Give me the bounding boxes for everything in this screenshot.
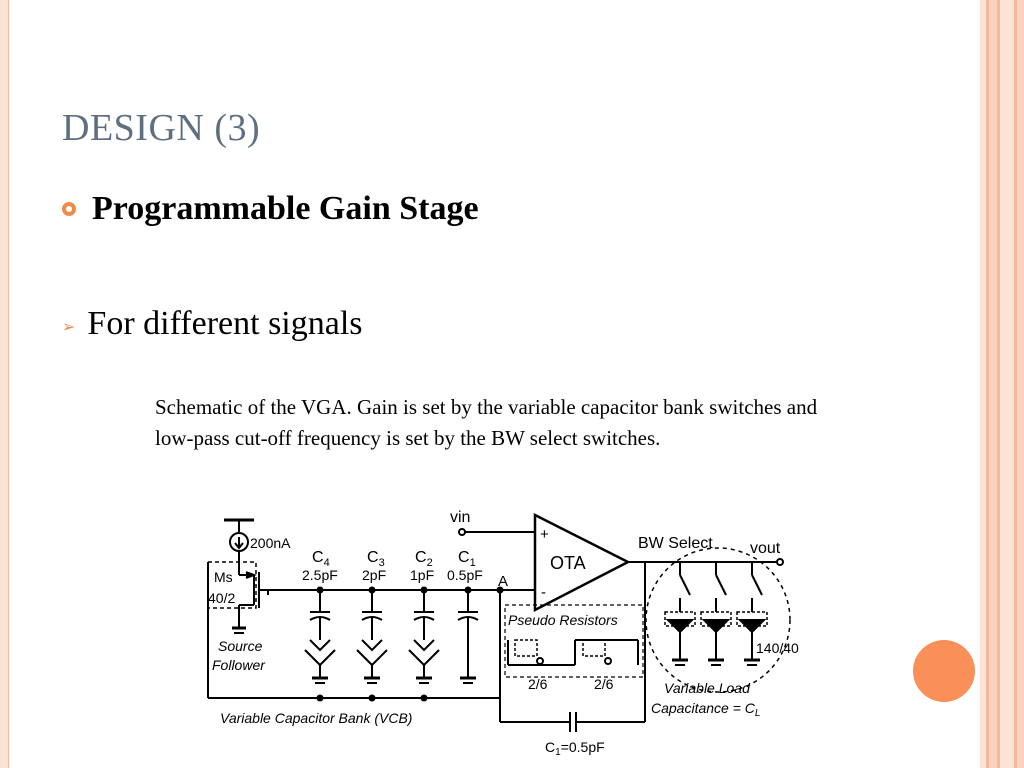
c2-label: C2 <box>415 549 433 569</box>
c4-label: C4 <box>312 549 330 569</box>
load-cap-column <box>700 562 732 666</box>
ratio-2-label: 2/6 <box>594 676 614 692</box>
left-frame-border <box>0 0 9 768</box>
ota-label: OTA <box>550 553 586 573</box>
main-bullet: Programmable Gain Stage <box>62 190 479 228</box>
ratio-3-label: 140/40 <box>756 640 799 656</box>
decorative-orange-circle <box>913 640 975 702</box>
load-cap-column <box>736 562 768 666</box>
sub-bullet: ➢ For different signals <box>62 305 363 343</box>
right-frame-stripes <box>980 0 1024 768</box>
source-follower-label-2: Follower <box>212 657 266 673</box>
ratio-1-label: 2/6 <box>528 676 548 692</box>
feedback-cap-label: C1=0.5pF <box>545 739 605 758</box>
figure-caption: Schematic of the VGA. Gain is set by the… <box>155 395 818 450</box>
slide-title: DESIGN (3) <box>62 107 261 149</box>
capacitor-column <box>356 590 388 684</box>
source-follower-label-1: Source <box>218 638 263 654</box>
load-label-2: Capacitance = CL <box>651 700 760 719</box>
capacitor-column <box>408 590 440 684</box>
node-a-label: A <box>498 573 508 590</box>
current-source-label: 200nA <box>250 535 291 551</box>
c4-value: 2.5pF <box>302 567 338 583</box>
ms-label: Ms <box>214 569 233 585</box>
circle-bullet-icon <box>62 202 76 216</box>
capacitor-column <box>457 590 479 684</box>
ota-plus-label: + <box>540 526 549 543</box>
ota-minus-label: - <box>541 584 546 601</box>
ms-size-label: 40/2 <box>208 590 235 606</box>
pseudo-resistors-label: Pseudo Resistors <box>508 612 618 628</box>
vout-label: vout <box>750 540 781 557</box>
c3-value: 2pF <box>362 567 386 583</box>
c1-value: 0.5pF <box>447 567 483 583</box>
vin-label: vin <box>450 509 470 526</box>
c3-label: C3 <box>367 549 385 569</box>
bw-select-label: BW Select <box>638 535 713 552</box>
arrow-bullet-icon: ➢ <box>62 316 76 336</box>
load-cap-column <box>664 562 696 666</box>
main-bullet-text: Programmable Gain Stage <box>92 190 479 227</box>
c2-value: 1pF <box>410 567 434 583</box>
load-label-1: Variable Load <box>664 680 751 696</box>
sub-bullet-text: For different signals <box>87 305 363 342</box>
c1-label: C1 <box>458 549 476 569</box>
capacitor-column <box>304 590 336 684</box>
vcb-label: Variable Capacitor Bank (VCB) <box>220 710 412 726</box>
